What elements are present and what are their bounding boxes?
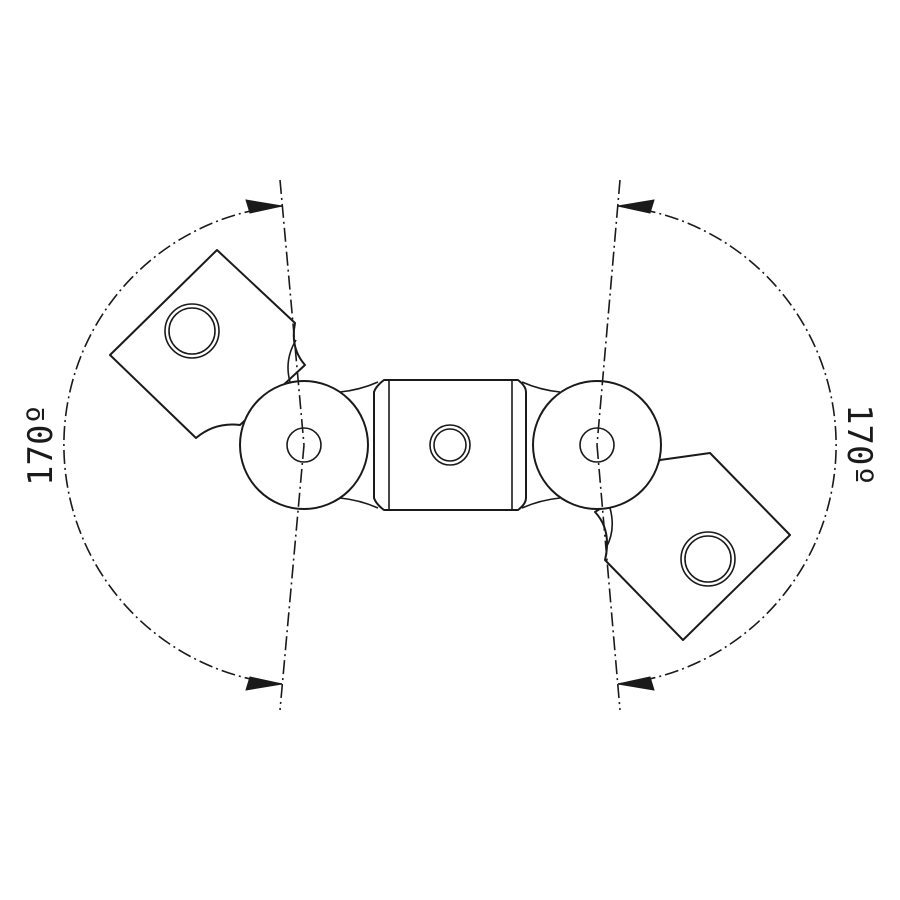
right-arc-arrow-top — [617, 199, 655, 214]
center-body — [373, 379, 527, 511]
left-arc-arrow-bottom — [245, 676, 283, 691]
center-hole-inner — [433, 428, 467, 462]
left-dimension-arc — [63, 199, 283, 691]
right-knuckle-pin-hole — [579, 427, 615, 463]
right-center-lines — [596, 179, 621, 711]
right-angle-label: 170º — [839, 404, 879, 486]
left-flange-hole-outer — [164, 303, 220, 359]
right-dimension-arc — [617, 199, 837, 691]
left-knuckle-pin-hole — [286, 427, 322, 463]
right-flange-hole-inner — [684, 535, 732, 583]
center-hole-outer — [429, 424, 471, 466]
right-arc-arrow-bottom — [617, 676, 655, 691]
left-angle-label: 170º — [21, 404, 61, 486]
left-flange-hole-inner — [168, 307, 216, 355]
left-arc-arrow-top — [245, 199, 283, 214]
right-flange-hole-outer — [680, 531, 736, 587]
left-center-lines — [279, 179, 305, 711]
